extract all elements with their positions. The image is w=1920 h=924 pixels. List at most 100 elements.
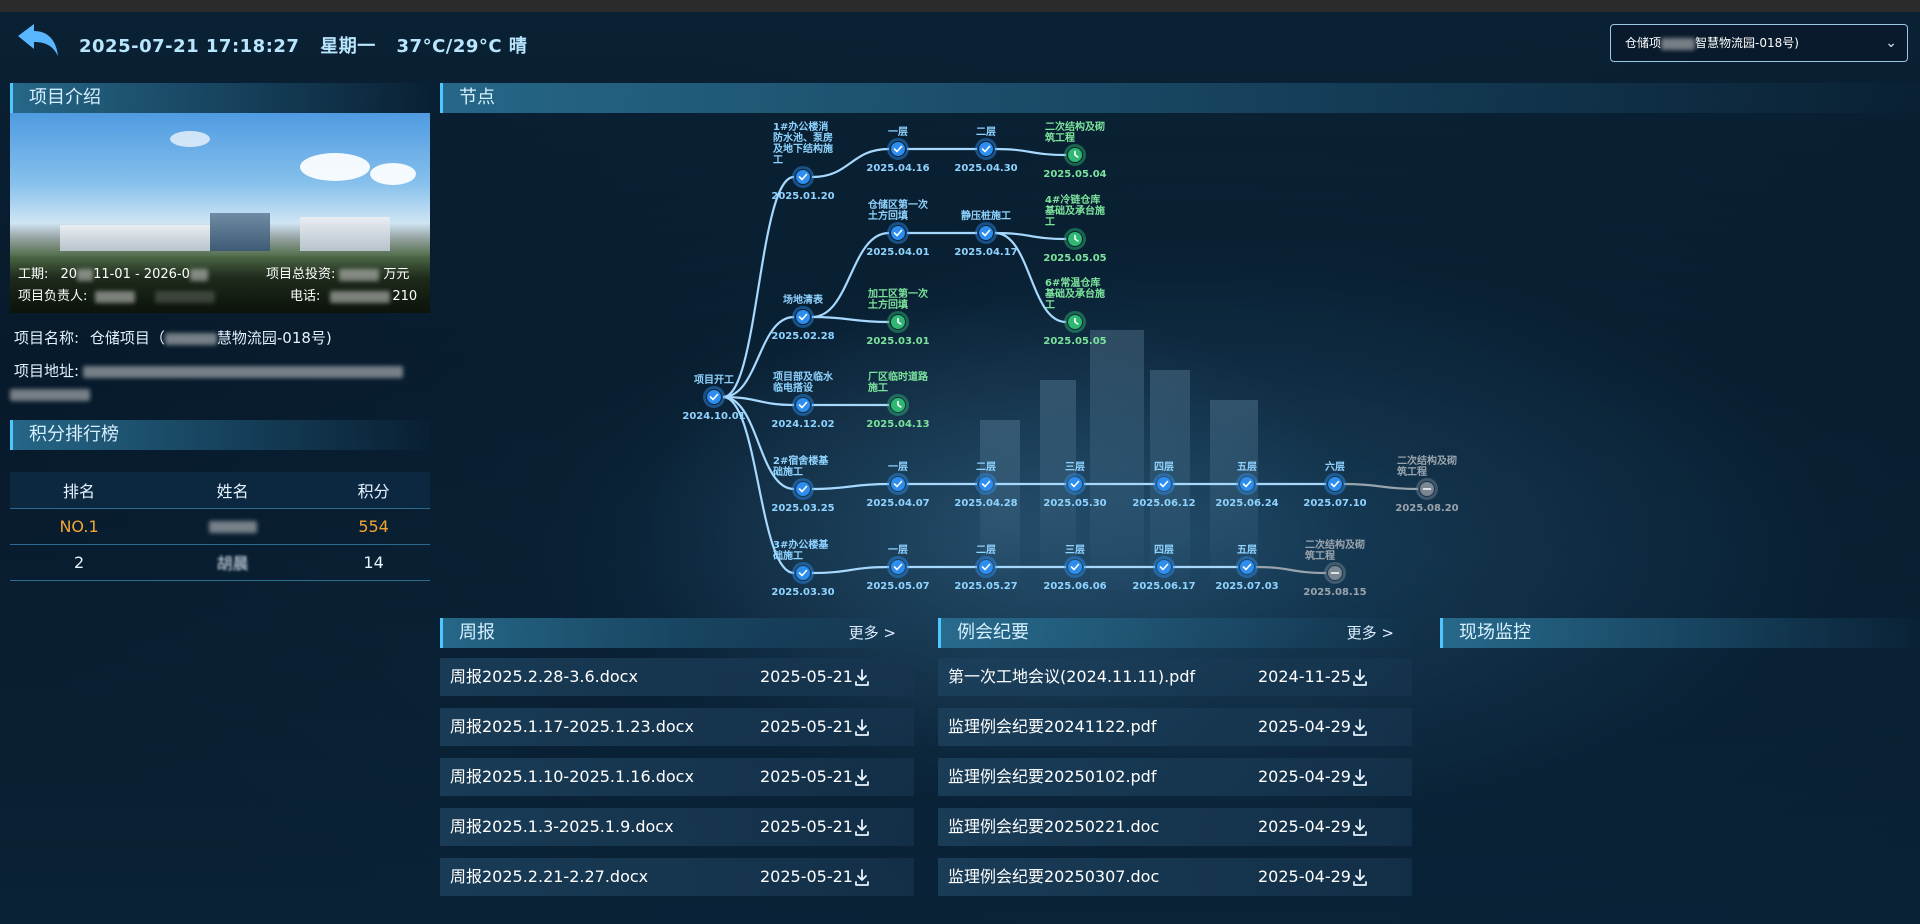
download-icon[interactable] bbox=[854, 708, 870, 746]
doc-row[interactable]: 周报2025.1.17-2025.1.23.docx 2025-05-21 bbox=[440, 708, 914, 746]
doc-name[interactable]: 第一次工地会议(2024.11.11).pdf bbox=[948, 667, 1196, 686]
node-label: 二次结构及砌筑工程 bbox=[1397, 454, 1457, 478]
download-icon[interactable] bbox=[1352, 808, 1368, 846]
node-label: 2#宿舍楼基础施工 bbox=[773, 454, 829, 478]
check-icon bbox=[798, 569, 808, 577]
doc-name[interactable]: 周报2025.2.28-3.6.docx bbox=[450, 667, 638, 686]
node-dot bbox=[1157, 477, 1171, 491]
node-date: 2025.07.03 bbox=[1215, 581, 1278, 592]
doc-name[interactable]: 监理例会纪要20250307.doc bbox=[948, 867, 1160, 886]
check-icon bbox=[981, 563, 991, 571]
col-rank: 排名 bbox=[10, 472, 149, 509]
download-icon[interactable] bbox=[1352, 858, 1368, 896]
node-dot bbox=[1240, 477, 1254, 491]
node-label: 一层 bbox=[888, 544, 908, 556]
rank-cell: 2 bbox=[10, 544, 149, 581]
minutes-more-link[interactable]: 更多 > bbox=[1346, 624, 1394, 642]
timeline-edge bbox=[994, 231, 1067, 241]
node-date: 2025.03.01 bbox=[866, 336, 929, 347]
doc-row[interactable]: 监理例会纪要20250102.pdf 2025-04-29 bbox=[938, 758, 1412, 796]
download-icon[interactable] bbox=[854, 808, 870, 846]
project-address: 项目地址: bbox=[14, 360, 404, 381]
weekly-panel-title: 周报 更多 > bbox=[440, 618, 914, 648]
doc-name[interactable]: 监理例会纪要20250221.doc bbox=[948, 817, 1160, 836]
doc-date: 2025-04-29 bbox=[1258, 717, 1351, 736]
back-arrow-icon[interactable] bbox=[16, 22, 60, 60]
download-icon[interactable] bbox=[854, 658, 870, 696]
project-select[interactable]: 仓储项智慧物流园-018号) ⌄ bbox=[1610, 24, 1908, 62]
project-select-prefix: 仓储项 bbox=[1625, 36, 1662, 50]
image-building bbox=[300, 217, 390, 251]
doc-date: 2025-04-29 bbox=[1258, 767, 1351, 786]
download-icon[interactable] bbox=[854, 858, 870, 896]
doc-name[interactable]: 监理例会纪要20250102.pdf bbox=[948, 767, 1157, 786]
download-icon[interactable] bbox=[1352, 708, 1368, 746]
download-icon[interactable] bbox=[1352, 658, 1368, 696]
download-icon[interactable] bbox=[854, 758, 870, 796]
node-dot bbox=[891, 560, 905, 574]
clock-icon bbox=[897, 317, 902, 325]
doc-date: 2025-05-21 bbox=[760, 717, 853, 736]
timeline-edge bbox=[811, 565, 890, 575]
weekly-more-link[interactable]: 更多 > bbox=[848, 624, 896, 642]
timeline-edge bbox=[722, 395, 795, 407]
doc-name[interactable]: 周报2025.1.3-2025.1.9.docx bbox=[450, 817, 674, 836]
timeline-edge bbox=[722, 315, 795, 399]
doc-name[interactable]: 周报2025.1.10-2025.1.16.docx bbox=[450, 767, 694, 786]
monitor-title: 现场监控 bbox=[1459, 622, 1531, 643]
check-icon bbox=[1159, 563, 1169, 571]
doc-name[interactable]: 周报2025.1.17-2025.1.23.docx bbox=[450, 717, 694, 736]
background-tower bbox=[980, 420, 1020, 580]
check-icon bbox=[893, 229, 903, 237]
node-halo bbox=[792, 562, 814, 584]
node-dot bbox=[1157, 560, 1171, 574]
node-halo bbox=[1153, 556, 1175, 578]
download-icon[interactable] bbox=[1352, 758, 1368, 796]
doc-row[interactable]: 监理例会纪要20241122.pdf 2025-04-29 bbox=[938, 708, 1412, 746]
monitor-panel-title: 现场监控 bbox=[1440, 618, 1920, 648]
node-dot bbox=[796, 310, 810, 324]
timeline-edge bbox=[1343, 482, 1419, 491]
doc-name[interactable]: 周报2025.2.21-2.27.docx bbox=[450, 867, 649, 886]
node-label: 3#办公楼基础施工 bbox=[773, 538, 829, 562]
doc-name[interactable]: 监理例会纪要20241122.pdf bbox=[948, 717, 1157, 736]
node-date: 2025.04.01 bbox=[866, 247, 929, 258]
intro-panel-title: 项目介绍 bbox=[10, 83, 430, 113]
timeline-edge bbox=[994, 147, 1067, 157]
